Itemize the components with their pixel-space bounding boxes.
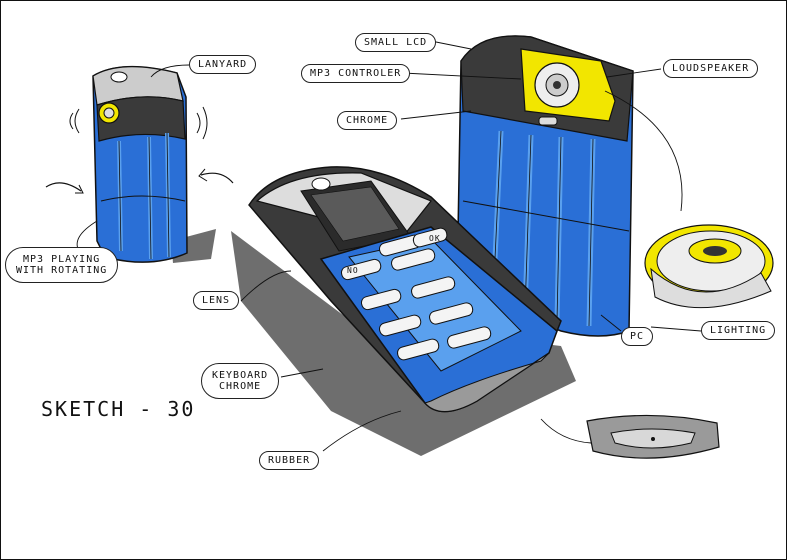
back-phone [456,35,634,337]
label-keyboard-line1: KEYBOARD [212,370,269,381]
label-mp3-playing-line1: MP3 PLAYING [23,254,101,265]
loudspeaker-detail [644,224,774,309]
label-keyboard-chrome: KEYBOARD CHROME [201,363,280,399]
label-rubber: RUBBER [259,451,320,470]
key-no-label: NO [347,266,359,275]
label-keyboard-line2: CHROME [219,381,262,392]
label-mp3-controller: MP3 CONTROLER [301,64,411,83]
rubber-detail [586,414,720,459]
label-lighting: LIGHTING [701,321,776,340]
label-lanyard: LANYARD [189,55,257,74]
label-small-lcd: SMALL LCD [355,33,437,52]
key-ok-label: OK [429,234,441,243]
label-loudspeaker: LOUDSPEAKER [663,59,759,78]
sketch-title: SKETCH - 30 [41,397,196,421]
label-lens: LENS [193,291,240,310]
left-phone [45,66,234,263]
callout-lines [76,40,702,452]
label-chrome: CHROME [337,111,398,130]
keypad [340,227,492,361]
label-pc: PC [621,327,654,346]
label-mp3-playing: MP3 PLAYING WITH ROTATING [5,247,119,283]
main-phone [248,166,562,413]
label-mp3-playing-line2: WITH ROTATING [16,265,108,276]
